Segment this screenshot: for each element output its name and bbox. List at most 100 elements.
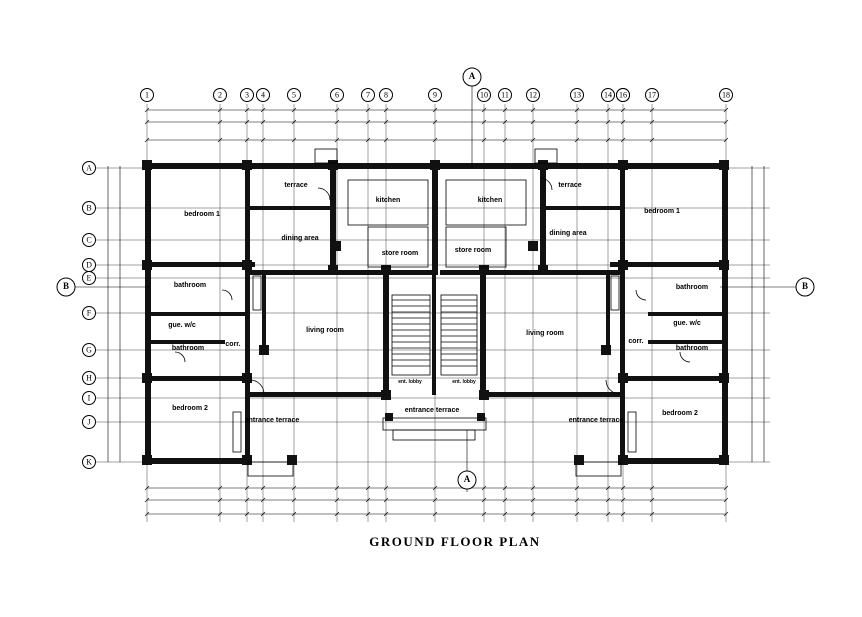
row-axis-label: H — [86, 373, 92, 382]
col-axis-label: 1 — [145, 90, 149, 99]
section-mark-b-left: B — [56, 277, 150, 297]
col-axis-6: 6 — [330, 88, 344, 102]
room-store-left: store room — [382, 250, 419, 257]
row-axis-D: D — [82, 258, 96, 272]
col-axis-label: 6 — [335, 90, 339, 99]
bottom-dimension-chains — [147, 487, 726, 515]
row-axis-K: K — [82, 455, 96, 469]
row-axis-I: I — [82, 391, 96, 405]
section-a-bottom-label: A — [464, 474, 471, 484]
col-axis-label: 3 — [245, 90, 249, 99]
col-axis-label: 11 — [501, 90, 509, 99]
col-axis-4: 4 — [256, 88, 270, 102]
col-axis-18: 18 — [719, 88, 733, 102]
top-dimension-ticks — [144, 107, 729, 143]
room-dining-left: dining area — [281, 235, 318, 242]
col-axis-8: 8 — [379, 88, 393, 102]
room-lobby-right: ent. lobby — [452, 379, 476, 385]
section-mark-a-bottom: A — [457, 430, 477, 492]
room-entrance-terrace-right: entrance terrace — [569, 417, 624, 424]
col-axis-label: 14 — [604, 90, 612, 99]
room-kitchen-right: kitchen — [478, 197, 503, 204]
col-axis-label: 10 — [480, 90, 488, 99]
col-axis-14: 14 — [601, 88, 615, 102]
col-axis-2: 2 — [213, 88, 227, 102]
row-axis-label: J — [87, 417, 90, 426]
stair-details — [174, 148, 691, 477]
columns — [142, 160, 729, 465]
room-kitchen-left: kitchen — [376, 197, 401, 204]
row-axis-E: E — [82, 271, 96, 285]
room-bedroom2-left: bedroom 2 — [172, 405, 208, 412]
col-axis-label: 2 — [218, 90, 222, 99]
room-guest-wc-right: gue. w/c — [673, 320, 701, 327]
col-axis-5: 5 — [287, 88, 301, 102]
room-dining-right: dining area — [549, 230, 586, 237]
top-dimension-chains — [147, 109, 726, 141]
room-bathroom-left-2: bathroom — [172, 345, 204, 352]
room-corridor-right: corr. — [628, 338, 643, 345]
col-axis-label: 16 — [619, 90, 627, 99]
row-axis-label: K — [86, 457, 92, 466]
col-axis-label: 12 — [529, 90, 537, 99]
col-axis-10: 10 — [477, 88, 491, 102]
drawing-title: GROUND FLOOR PLAN — [369, 534, 540, 549]
col-axis-13: 13 — [570, 88, 584, 102]
room-store-right: store room — [455, 247, 492, 254]
col-axis-16: 16 — [616, 88, 630, 102]
col-axis-label: 9 — [433, 90, 437, 99]
col-axis-3: 3 — [240, 88, 254, 102]
col-axis-7: 7 — [361, 88, 375, 102]
col-axis-1: 1 — [140, 88, 154, 102]
row-axis-label: E — [87, 273, 92, 282]
col-axis-label: 8 — [384, 90, 388, 99]
room-lobby-left: ent. lobby — [398, 379, 422, 385]
col-axis-label: 13 — [573, 90, 581, 99]
col-axis-label: 17 — [648, 90, 656, 99]
room-bedroom1-right: bedroom 1 — [644, 208, 680, 215]
col-axis-label: 18 — [722, 90, 730, 99]
col-axis-9: 9 — [428, 88, 442, 102]
col-axis-11: 11 — [498, 88, 512, 102]
room-entrance-terrace-center: entrance terrace — [405, 407, 460, 414]
col-axis-label: 4 — [261, 90, 265, 99]
row-axis-label: F — [87, 308, 92, 317]
room-labels: terrace kitchen kitchen terrace bedroom … — [168, 182, 708, 424]
col-axis-12: 12 — [526, 88, 540, 102]
row-axis-label: A — [86, 163, 92, 172]
side-dimension-chains — [107, 166, 765, 462]
section-mark-b-right: B — [720, 277, 815, 297]
room-bathroom-right-1: bathroom — [676, 284, 708, 291]
row-axis-F: F — [82, 306, 96, 320]
room-entrance-terrace-left: entrance terrace — [245, 417, 300, 424]
row-axis-G: G — [82, 343, 96, 357]
row-axis-label: B — [86, 203, 91, 212]
section-mark-a-top: A — [462, 67, 482, 168]
room-terrace-left: terrace — [284, 182, 307, 189]
room-corridor-left: corr. — [225, 341, 240, 348]
bottom-dimension-ticks — [144, 485, 729, 517]
row-axis-B: B — [82, 201, 96, 215]
room-terrace-right: terrace — [558, 182, 581, 189]
row-axis-label: C — [86, 235, 91, 244]
room-bathroom-left-1: bathroom — [174, 282, 206, 289]
row-axis-label: I — [88, 393, 91, 402]
room-living-left: living room — [306, 327, 344, 334]
row-axis-A: A — [82, 161, 96, 175]
row-axis-H: H — [82, 371, 96, 385]
row-axis-label: G — [86, 345, 92, 354]
room-bedroom2-right: bedroom 2 — [662, 410, 698, 417]
room-living-right: living room — [526, 330, 564, 337]
room-guest-wc-left: gue. w/c — [168, 322, 196, 329]
column-axis-bubbles: 123456789101112131415161718 — [140, 88, 733, 102]
col-axis-17: 17 — [645, 88, 659, 102]
walls — [145, 163, 728, 464]
stair-treads — [392, 299, 477, 367]
row-axis-bubbles: A B C DE F G H I J K — [82, 161, 96, 469]
row-axis-C: C — [82, 233, 96, 247]
col-axis-label: 7 — [366, 90, 370, 99]
row-axis-label: D — [86, 260, 92, 269]
section-a-top-label: A — [469, 71, 476, 81]
col-axis-label: 5 — [292, 90, 296, 99]
